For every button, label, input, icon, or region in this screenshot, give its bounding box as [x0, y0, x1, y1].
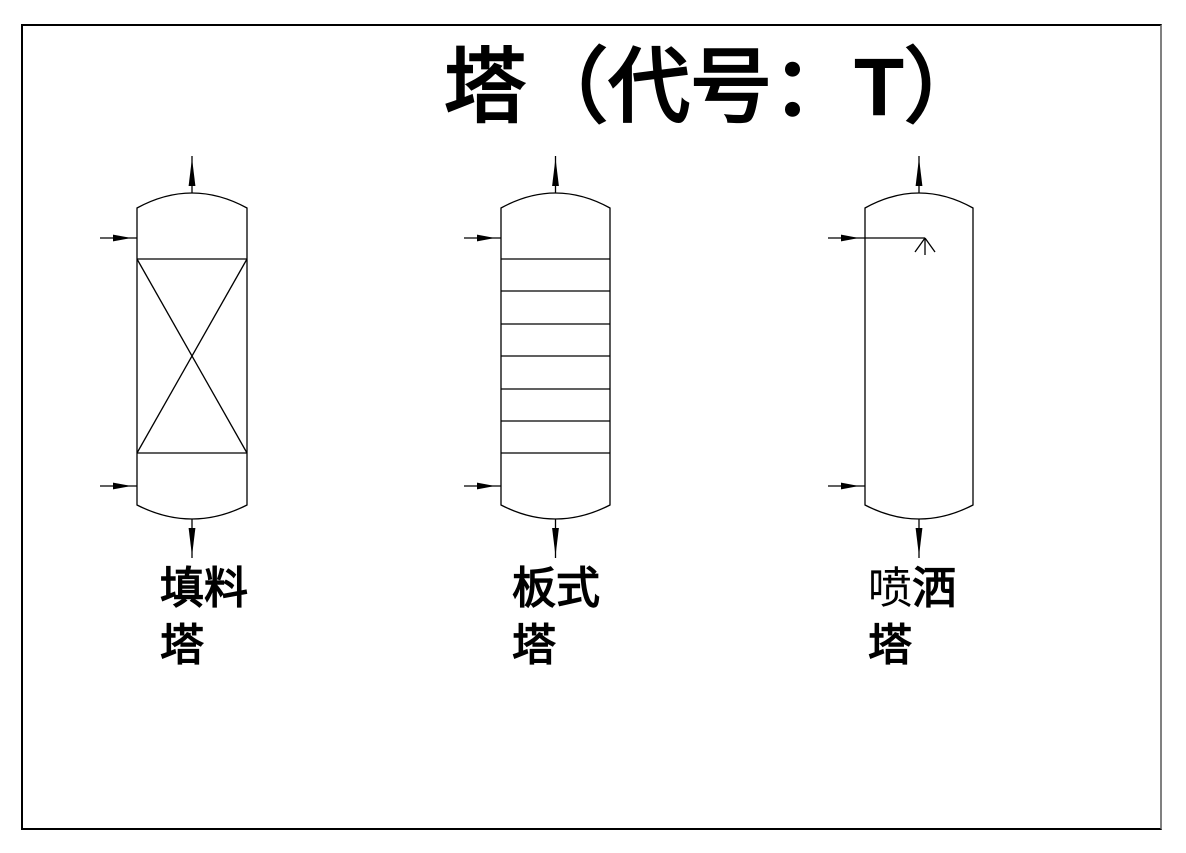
lower-inlet-arrow-icon	[100, 482, 137, 490]
lower-inlet-arrow-icon	[464, 482, 501, 490]
bottom-outlet-arrow-icon	[188, 519, 196, 558]
bottom-outlet-arrow-icon	[915, 519, 923, 558]
label-char: 喷	[868, 564, 912, 613]
label-line-2: 塔	[160, 621, 204, 670]
top-outlet-arrow-icon	[552, 156, 559, 193]
upper-inlet-arrow-icon	[464, 234, 501, 242]
spray-tower-diagram	[828, 156, 974, 558]
label-line-1: 填料	[160, 560, 340, 617]
label-line-2: 塔	[868, 621, 912, 670]
label-char: 填	[160, 564, 204, 613]
label-line-2: 塔	[512, 621, 556, 670]
label-char: 料	[204, 564, 248, 613]
packed-tower-diagram	[100, 156, 248, 558]
upper-inlet-arrow-icon	[100, 234, 137, 242]
plate-tower-shell	[500, 192, 611, 520]
spray-nozzle-icon	[914, 237, 936, 255]
lower-inlet-arrow-icon	[828, 482, 865, 490]
spray-inlet-pipe	[828, 234, 925, 242]
slide-frame-border	[21, 24, 1162, 830]
bottom-outlet-arrow-icon	[552, 519, 559, 558]
label-packed-tower: 填料 塔	[160, 560, 340, 674]
top-outlet-arrow-icon	[915, 156, 923, 193]
packing-cross-line	[136, 258, 248, 454]
label-spray-tower: 喷洒 塔	[868, 560, 1048, 674]
plate-tower-diagram	[464, 156, 611, 558]
top-outlet-arrow-icon	[188, 156, 196, 193]
label-line-1: 板式	[512, 560, 692, 617]
label-char: 板	[512, 564, 556, 613]
label-plate-tower: 板式 塔	[512, 560, 692, 674]
spray-tower-shell	[864, 192, 974, 520]
slide-title: 塔（代号：T）	[444, 42, 987, 133]
label-char: 式	[556, 564, 600, 613]
label-char: 洒	[912, 564, 956, 613]
label-line-1: 喷洒	[868, 560, 1048, 617]
packed-tower-shell	[136, 192, 248, 520]
